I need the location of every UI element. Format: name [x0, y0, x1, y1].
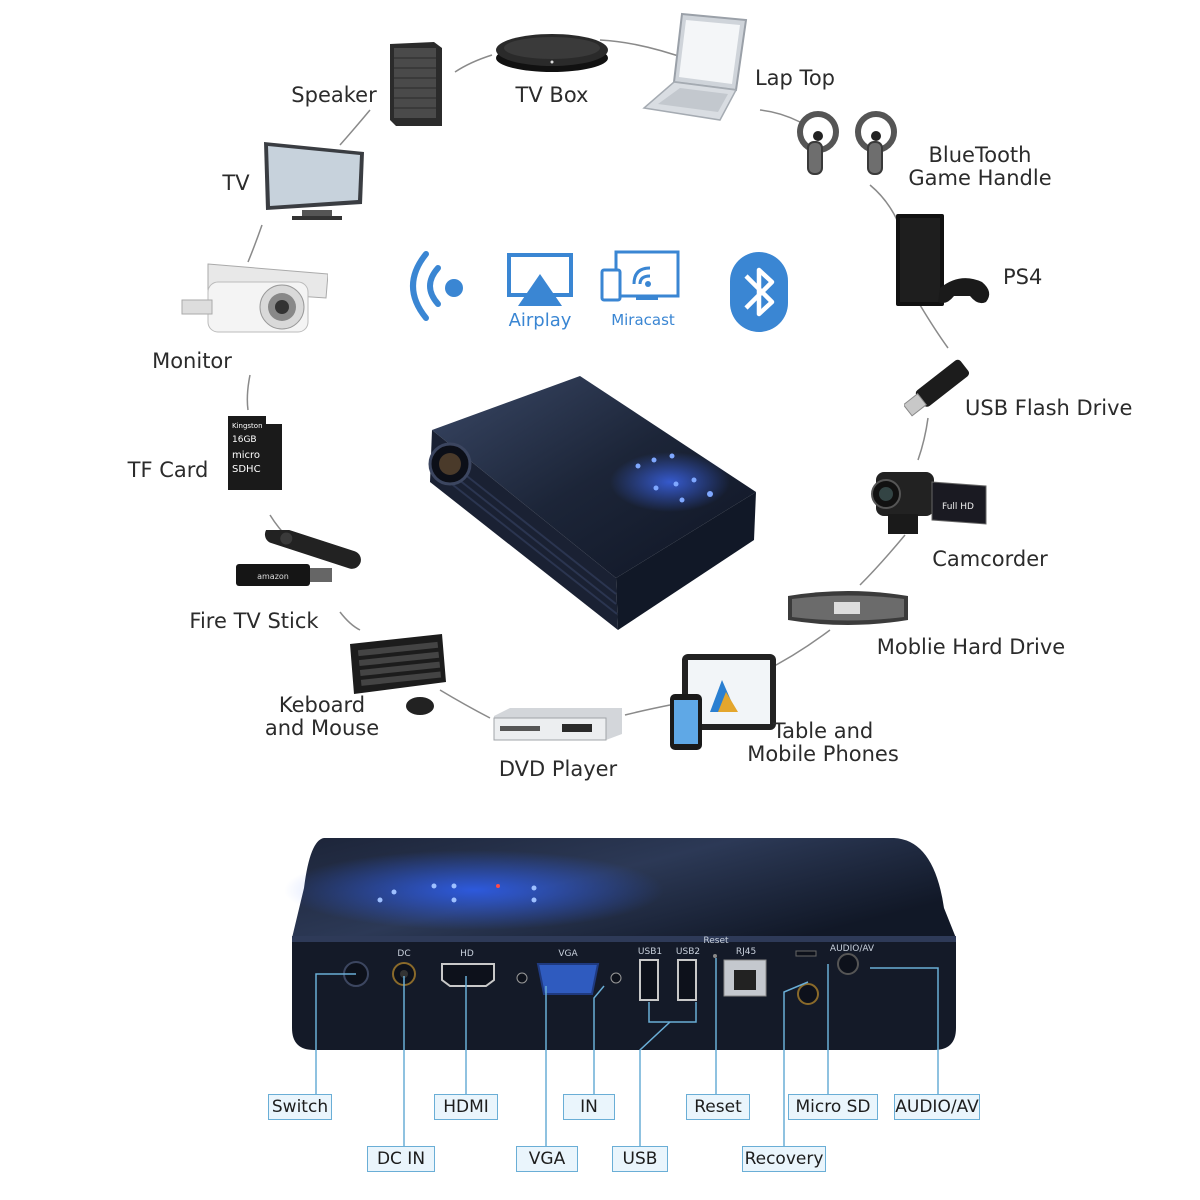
- port-tag-switch: Switch: [268, 1094, 332, 1120]
- device-label-game-handle: BlueTooth Game Handle: [908, 143, 1052, 190]
- port-tag-reset: Reset: [686, 1094, 750, 1120]
- bluetooth-icon: [728, 250, 790, 334]
- device-label-speaker: Speaker: [291, 83, 377, 107]
- device-label-dvd: DVD Player: [498, 757, 618, 781]
- tf-card-brand: Kingston: [232, 422, 263, 430]
- tablet-phone-device: [666, 650, 780, 752]
- port-tag-dc-in: DC IN: [367, 1146, 435, 1172]
- connection-ring: [246, 39, 949, 719]
- device-label-camcorder: Camcorder: [932, 547, 1048, 571]
- projector-device: [420, 372, 762, 634]
- fire-tv-stick-device: amazon: [232, 530, 362, 594]
- dvd-player-device: [492, 706, 624, 742]
- device-label-tablet: Table and Mobile Phones: [747, 719, 899, 766]
- port-print-vga: VGA: [558, 949, 578, 959]
- device-label-hard-drive: Moblie Hard Drive: [876, 635, 1066, 659]
- device-label-keyboard: Keboard and Mouse: [264, 693, 380, 740]
- port-print-reset: Reset: [703, 936, 729, 946]
- device-label-tf-card: TF Card: [127, 458, 209, 482]
- port-tag-vga: VGA: [516, 1146, 578, 1172]
- port-tag-micro-sd: Micro SD: [788, 1094, 878, 1120]
- game-controller-device: [788, 108, 908, 178]
- device-label-fire-tv: Fire TV Stick: [189, 609, 319, 633]
- svg-text:SDHC: SDHC: [232, 464, 261, 475]
- security-camera-device: [178, 260, 328, 344]
- device-label-ps4: PS4: [1003, 265, 1043, 289]
- keyboard-mouse-device: [346, 632, 450, 718]
- usb-flash-drive-device: [904, 344, 984, 420]
- miracast-icon: [600, 248, 682, 306]
- port-print-hd: HD: [460, 949, 474, 959]
- camcorder-badge: Full HD: [942, 502, 974, 512]
- port-print-rj45: RJ45: [735, 947, 757, 957]
- wifi-icon: [398, 244, 468, 328]
- port-print-usb1: USB1: [637, 947, 663, 957]
- port-tag-audio-av: AUDIO/AV: [894, 1094, 980, 1120]
- port-tag-in: IN: [563, 1094, 615, 1120]
- tf-card-device: Kingston 16GB micro SDHC: [226, 414, 284, 492]
- tv-device: [262, 140, 366, 222]
- port-print-dc: DC: [397, 949, 411, 959]
- airplay-icon: [506, 252, 574, 308]
- device-label-tv-box: TV Box: [515, 83, 589, 107]
- tv-box-device: [493, 28, 611, 74]
- device-back-panel: DC HD VGA USB1 USB2 Reset RJ45 AUDIO/AV: [284, 828, 964, 1054]
- tf-card-capacity: 16GB: [232, 435, 257, 445]
- hard-drive-device: [782, 588, 914, 628]
- port-tag-usb: USB: [612, 1146, 668, 1172]
- miracast-label: Miracast: [611, 311, 675, 329]
- port-tag-hdmi: HDMI: [434, 1094, 498, 1120]
- airplay-label: Airplay: [508, 310, 572, 331]
- port-tag-recovery: Recovery: [742, 1146, 826, 1172]
- device-label-laptop: Lap Top: [754, 66, 835, 90]
- device-label-usb-flash: USB Flash Drive: [965, 396, 1133, 420]
- ps4-device: [890, 210, 1000, 310]
- laptop-device: [640, 12, 750, 124]
- fire-tv-brand: amazon: [257, 572, 289, 581]
- port-print-usb2: USB2: [675, 947, 701, 957]
- device-label-tv: TV: [222, 171, 250, 195]
- speaker-device: [386, 40, 444, 128]
- device-label-monitor: Monitor: [152, 349, 232, 373]
- camcorder-device: Full HD: [868, 458, 992, 538]
- svg-text:micro: micro: [232, 450, 260, 461]
- port-print-audio: AUDIO/AV: [829, 944, 875, 954]
